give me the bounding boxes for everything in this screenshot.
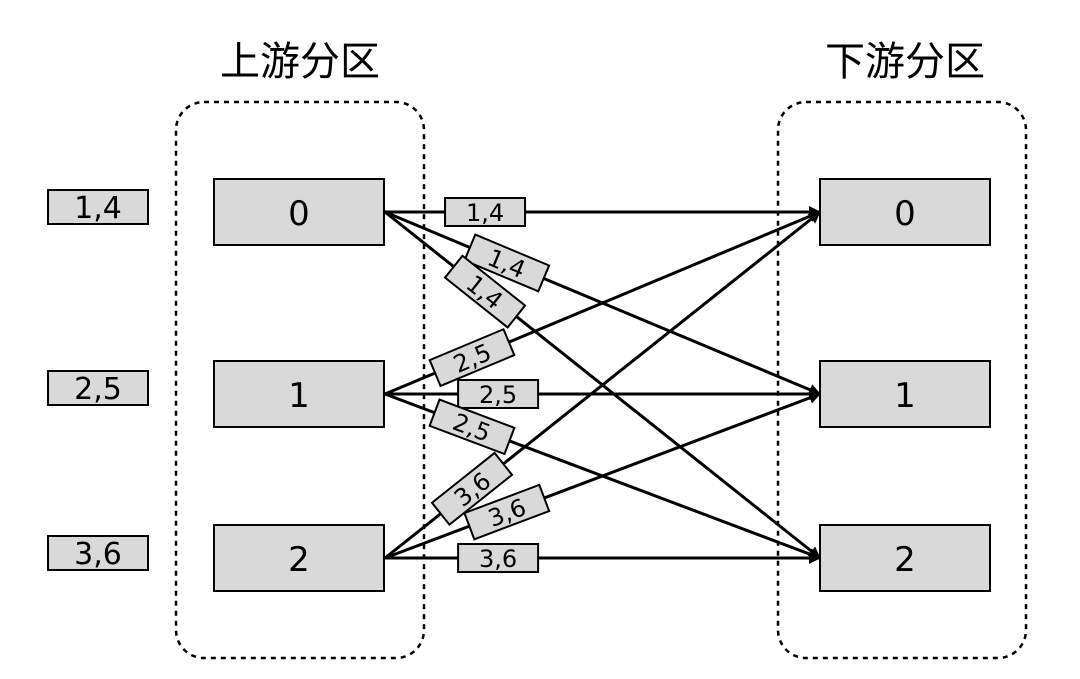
upstream-partition-2: 2: [213, 524, 385, 592]
edge-label: 1,4: [463, 233, 551, 293]
edge-label: 2,5: [428, 327, 516, 388]
partition-label: 2: [288, 540, 310, 580]
edge-label: 1,4: [443, 254, 527, 329]
partition-label: 1: [288, 376, 310, 416]
partition-label: 1: [894, 376, 916, 416]
upstream-title: 上游分区: [220, 39, 380, 85]
edge-label-text: 3,6: [479, 545, 517, 573]
input-label: 2,5: [74, 372, 122, 407]
edge-label: 1,4: [444, 197, 527, 227]
partition-label: 0: [288, 194, 310, 234]
edge-label: 2,5: [457, 379, 540, 409]
edge-label-text: 1,4: [466, 199, 504, 227]
downstream-title: 下游分区: [825, 39, 985, 85]
input-label: 1,4: [74, 191, 122, 226]
edge-label: 2,5: [428, 398, 516, 456]
partition-label: 2: [894, 540, 916, 580]
input-2: 2,5: [47, 370, 149, 407]
edge-label-text: 2,5: [479, 381, 517, 409]
partition-label: 0: [894, 194, 916, 234]
downstream-partition-1: 1: [819, 360, 991, 428]
downstream-partition-0: 0: [819, 178, 991, 246]
input-3: 3,6: [47, 535, 149, 572]
downstream-partition-2: 2: [819, 524, 991, 592]
upstream-partition-1: 1: [213, 360, 385, 428]
input-1: 1,4: [47, 189, 149, 226]
edge-label: 3,6: [457, 543, 540, 573]
edge-arrow: [384, 392, 821, 560]
input-label: 3,6: [74, 537, 122, 572]
upstream-partition-0: 0: [213, 178, 385, 246]
